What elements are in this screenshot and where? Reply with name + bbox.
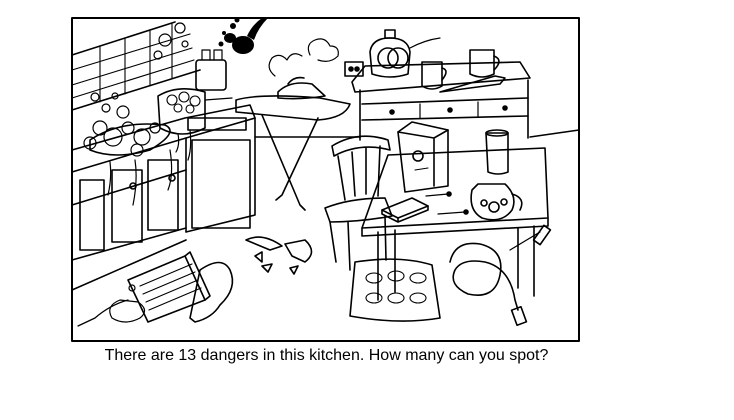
table-icon xyxy=(361,147,549,301)
wall-socket-icon xyxy=(344,61,364,77)
illustration-frame xyxy=(71,17,580,342)
cereal-box-icon xyxy=(397,121,449,193)
smoking-toaster-icon xyxy=(195,49,227,91)
mug-icon xyxy=(421,49,500,90)
jug-icon xyxy=(470,183,523,221)
steaming-iron-icon xyxy=(268,38,339,100)
broken-plate-icon xyxy=(245,236,313,275)
matchbox-icon xyxy=(381,197,429,223)
smoke-cloud-icon xyxy=(218,17,268,54)
wall-cabinets-icon xyxy=(71,21,256,291)
drinking-glass-icon xyxy=(485,129,509,175)
worksheet-caption: There are 13 dangers in this kitchen. Ho… xyxy=(104,347,549,364)
electrical-cord-icon xyxy=(449,224,552,327)
floor-puddle-icon xyxy=(109,284,146,323)
knife-icon xyxy=(439,75,506,93)
wooden-chair-icon xyxy=(324,135,393,271)
baking-tray-icon xyxy=(349,258,441,322)
electric-heater-icon xyxy=(77,251,234,327)
matches-icon xyxy=(425,191,469,215)
floor-line xyxy=(254,129,580,138)
electric-kettle-icon xyxy=(369,29,441,78)
pot-icon xyxy=(157,88,233,161)
overflowing-sink-icon xyxy=(83,22,189,206)
kitchen-illustration xyxy=(71,17,580,342)
ironing-board-icon xyxy=(235,95,351,211)
